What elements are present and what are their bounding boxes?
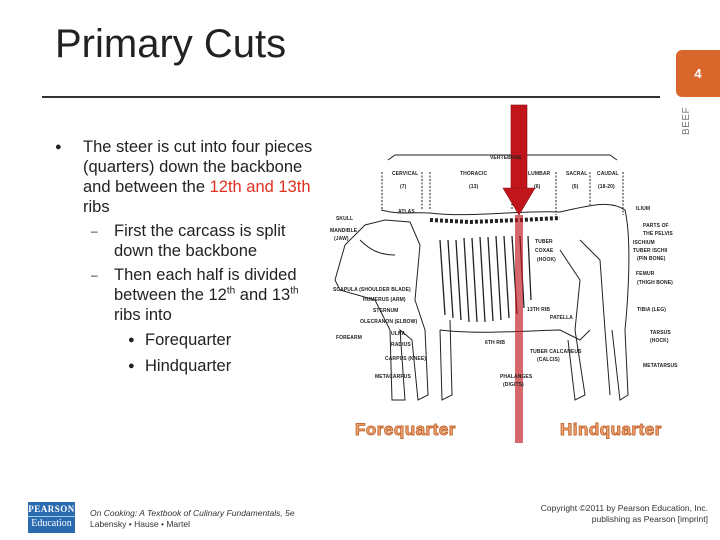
book-authors: Labensky • Hause • Martel xyxy=(90,519,190,529)
label-ulna: ULNA xyxy=(391,331,406,337)
section-label: BEEF xyxy=(681,106,692,135)
label-skull: SKULL xyxy=(336,216,354,222)
label-hook: (HOOK) xyxy=(537,257,556,263)
slide-body: The steer is cut into four pieces (quart… xyxy=(55,137,325,376)
copyright-line-1: Copyright ©2011 by Pearson Education, In… xyxy=(540,503,708,513)
bullet-text: The steer is cut into four pieces (quart… xyxy=(83,138,313,196)
slide-title: Primary Cuts xyxy=(55,22,287,66)
label-tarsus: TARSUS xyxy=(650,330,671,336)
steer-skeleton-diagram xyxy=(330,150,710,450)
book-title: On Cooking: A Textbook of Culinary Funda… xyxy=(90,508,295,518)
label-calcis: (CALCIS) xyxy=(537,357,560,363)
forequarter-label: Forequarter xyxy=(355,420,456,440)
label-atlas: ATLAS xyxy=(398,209,415,215)
label-vertebrae: VERTEBRAE xyxy=(490,155,522,161)
label-tarsus-hock: (HOCK) xyxy=(650,338,669,344)
label-metacarpus: METACARPUS xyxy=(375,374,411,380)
label-humerus: HUMERUS (ARM) xyxy=(363,297,406,303)
hindquarter-label: Hindquarter xyxy=(560,420,662,440)
label-tuber-ischii: TUBER ISCHII xyxy=(633,248,668,254)
label-caudal-count: (18-20) xyxy=(598,184,615,190)
label-scapula: SCAPULA (SHOULDER BLADE) xyxy=(333,287,411,293)
label-forearm: FOREARM xyxy=(336,335,362,341)
label-mandible: MANDIBLE xyxy=(330,228,358,234)
superscript: th xyxy=(226,285,236,297)
label-carpus: CARPUS (KNEE) xyxy=(385,356,427,362)
label-olecranon: OLECRANON (ELBOW) xyxy=(360,319,418,325)
label-thigh-bone: (THIGH BONE) xyxy=(637,280,673,286)
superscript: th xyxy=(290,285,299,297)
sub-bullet-split: –First the carcass is split down the bac… xyxy=(91,222,286,260)
label-metatarsus: METATARSUS xyxy=(643,363,678,369)
label-pin-bone: (PIN BONE) xyxy=(637,256,666,262)
logo-text-top: PEARSON xyxy=(28,504,75,514)
label-cervical-count: (7) xyxy=(400,184,407,190)
label-digits: (DIGITS) xyxy=(503,382,524,388)
label-sacral: SACRAL xyxy=(566,171,588,177)
logo-text-bottom: Education xyxy=(28,516,75,529)
label-lumbar-count: (6) xyxy=(534,184,541,190)
bullet-main: The steer is cut into four pieces (quart… xyxy=(55,137,325,217)
label-the-pelvis: THE PELVIS xyxy=(643,231,673,237)
label-jaw: (JAW) xyxy=(334,236,349,242)
label-13th-rib: 13TH RIB xyxy=(527,307,551,313)
sub-bullet-text: Then each half is divided between the 12 xyxy=(114,266,297,304)
book-citation: On Cooking: A Textbook of Culinary Funda… xyxy=(90,508,295,530)
sub-bullet-divide: –Then each half is divided between the 1… xyxy=(91,266,299,324)
page-number: 4 xyxy=(694,66,702,81)
label-cervical: CERVICAL xyxy=(392,171,419,177)
copyright-line-2: publishing as Pearson [imprint] xyxy=(591,514,708,524)
label-caudal: CAUDAL xyxy=(597,171,619,177)
label-ilium: ILIUM xyxy=(636,206,651,212)
list-item-hindquarter: ●Hindquarter xyxy=(128,357,232,375)
title-divider xyxy=(42,96,660,98)
label-thoracic: THORACIC xyxy=(460,171,488,177)
label-tibia: TIBIA (LEG) xyxy=(637,307,666,313)
list-item-forequarter: ●Forequarter xyxy=(128,331,232,349)
sub-bullet-text: First the carcass is split down the back… xyxy=(114,222,286,260)
label-6th-rib: 6TH RIB xyxy=(485,340,506,346)
bullet-text-end: ribs xyxy=(83,198,110,216)
label-thoracic-count: (13) xyxy=(469,184,479,190)
down-arrow-icon xyxy=(502,104,536,216)
label-parts-of: PARTS OF xyxy=(643,223,669,229)
cut-line xyxy=(515,215,523,443)
label-ischium: ISCHIUM xyxy=(633,240,655,246)
label-lumbar: LUMBAR xyxy=(528,171,551,177)
label-patella: PATELLA xyxy=(550,315,574,321)
pearson-logo: PEARSON Education xyxy=(28,502,75,533)
label-tuber-calcaneus: TUBER CALCANEUS xyxy=(530,349,582,355)
copyright: Copyright ©2011 by Pearson Education, In… xyxy=(541,503,708,525)
item-text: Forequarter xyxy=(145,331,232,349)
label-femur: FEMUR xyxy=(636,271,655,277)
label-coxae: COXAE xyxy=(535,248,554,254)
item-text: Hindquarter xyxy=(145,357,232,375)
cut-line-marker xyxy=(515,215,523,443)
label-tuber: TUBER xyxy=(535,239,553,245)
label-sternum: STERNUM xyxy=(373,308,399,314)
page-number-badge: 4 xyxy=(676,50,720,97)
highlight-ribs: 12th and 13th xyxy=(209,178,311,196)
label-phalanges: PHALANGES xyxy=(500,374,533,380)
label-radius: RADIUS xyxy=(391,342,411,348)
sub-bullet-text: and 13 xyxy=(235,286,291,304)
sub-bullet-text: ribs into xyxy=(114,306,172,324)
label-sacral-count: (5) xyxy=(572,184,579,190)
